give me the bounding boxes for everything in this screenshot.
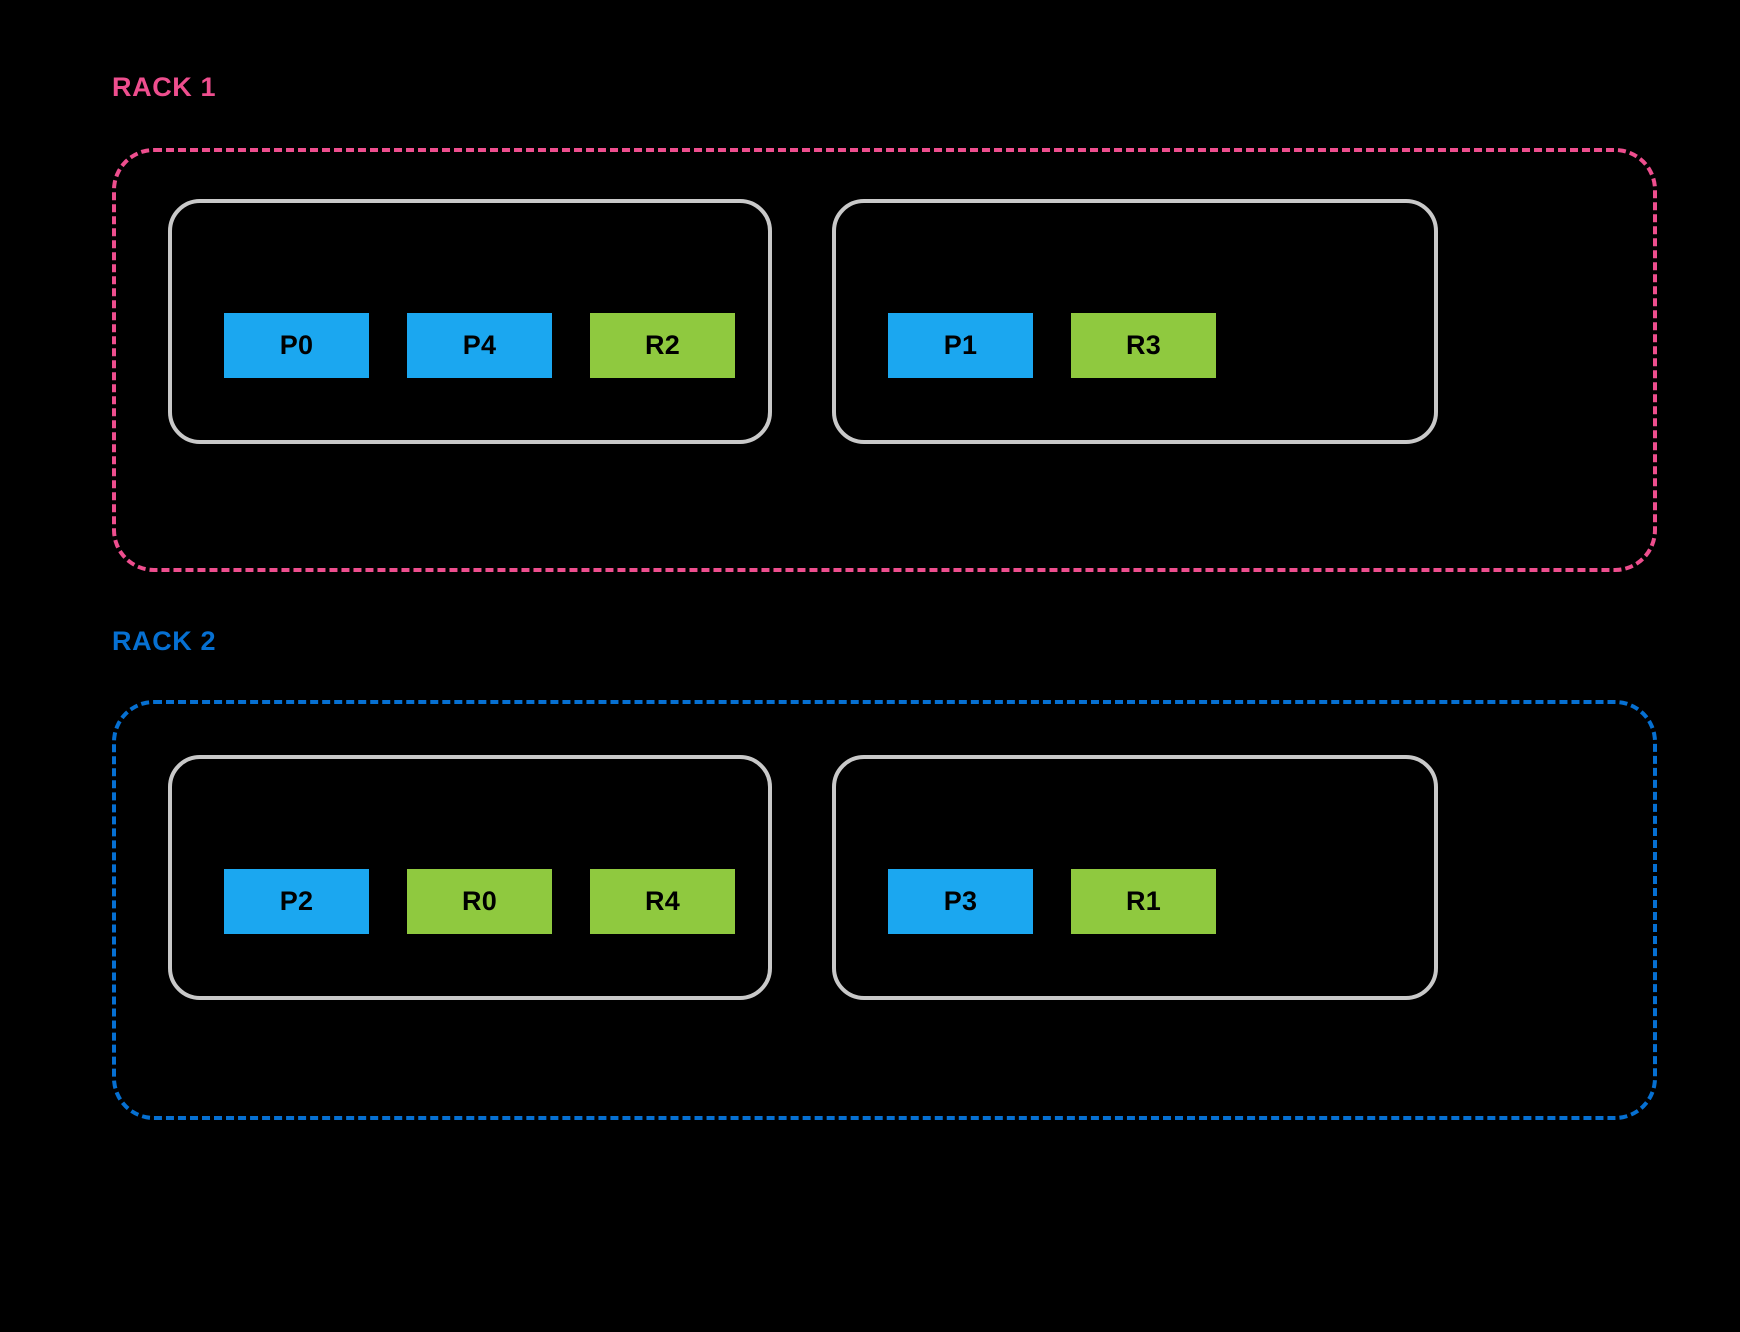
partition-chip-p1[interactable]: P1 xyxy=(888,313,1033,378)
replica-chip-r2[interactable]: R2 xyxy=(590,313,735,378)
partition-chip-p3[interactable]: P3 xyxy=(888,869,1033,934)
node-item-list: P2 R0 R4 xyxy=(172,869,735,996)
node-item-list: P0 P4 R2 xyxy=(172,313,735,440)
replica-chip-r1[interactable]: R1 xyxy=(1071,869,1216,934)
rack-boundary xyxy=(112,700,1657,1120)
node-item-list: P3 R1 xyxy=(836,869,1216,996)
replica-chip-r3[interactable]: R3 xyxy=(1071,313,1216,378)
partition-chip-p2[interactable]: P2 xyxy=(224,869,369,934)
rack-boundary xyxy=(112,148,1657,572)
node-container: P3 R1 xyxy=(832,755,1438,1000)
node-container: P1 R3 xyxy=(832,199,1438,444)
node-item-list: P1 R3 xyxy=(836,313,1216,440)
replica-chip-r0[interactable]: R0 xyxy=(407,869,552,934)
rack-label: RACK 2 xyxy=(112,626,217,656)
replica-chip-r4[interactable]: R4 xyxy=(590,869,735,934)
partition-chip-p4[interactable]: P4 xyxy=(407,313,552,378)
partition-chip-p0[interactable]: P0 xyxy=(224,313,369,378)
rack-label: RACK 1 xyxy=(112,72,217,102)
node-container: P0 P4 R2 xyxy=(168,199,772,444)
node-container: P2 R0 R4 xyxy=(168,755,772,1000)
